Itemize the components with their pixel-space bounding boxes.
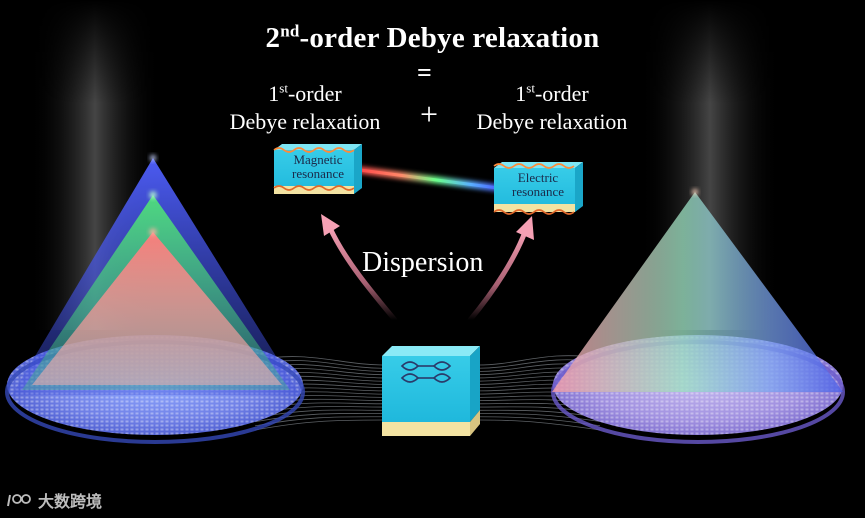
fiber-strand-right <box>477 413 601 422</box>
watermark-text: 大数跨境 <box>38 492 103 511</box>
fiber-strand-left <box>254 419 385 431</box>
fiber-strand-right <box>477 419 601 431</box>
arrow-head-left-icon <box>321 214 340 236</box>
right-term-line2: Debye relaxation <box>476 109 628 134</box>
left-cones <box>12 155 300 395</box>
electric-label-line2: resonance <box>512 184 564 199</box>
right-term-label: 1st-order Debye relaxation <box>447 80 657 136</box>
central-unit-cell <box>382 346 480 436</box>
electric-resonance-label: Electric resonance <box>495 171 581 199</box>
resonator-pattern-icon <box>400 361 452 383</box>
arrow-to-electric <box>467 229 528 323</box>
watermark: 大数跨境 <box>6 488 102 512</box>
magnetic-label-line1: Magnetic <box>293 152 343 167</box>
magnetic-label-line2: resonance <box>292 166 344 181</box>
magnetic-resonance-label: Magnetic resonance <box>276 153 360 181</box>
arrow-head-right-icon <box>516 216 534 240</box>
logo-icon <box>7 494 31 507</box>
electric-resonance-box <box>493 162 583 215</box>
diagram-title: 2nd-order Debye relaxation <box>0 22 865 55</box>
equals-sign: = <box>417 58 432 87</box>
red-cone <box>32 232 282 385</box>
dispersion-label: Dispersion <box>362 247 484 278</box>
dispersion-arrows <box>321 214 534 323</box>
electric-label-line1: Electric <box>517 170 559 185</box>
plus-sign: + <box>420 96 439 132</box>
right-cone <box>552 189 843 392</box>
title-text: -order Debye relaxation <box>299 22 600 54</box>
title-superscript: nd <box>280 21 300 41</box>
title-number: 2 <box>265 22 281 54</box>
left-term-line2: Debye relaxation <box>229 109 381 134</box>
right-term-line1: 1st-order <box>515 80 589 106</box>
left-term-label: 1st-order Debye relaxation <box>200 80 410 136</box>
rainbow-link <box>356 166 502 192</box>
left-term-line1: 1st-order <box>268 80 342 106</box>
fiber-strand-left <box>254 413 385 423</box>
light-beams <box>30 0 780 330</box>
arrow-to-magnetic <box>327 225 398 323</box>
magnetic-resonance-box <box>273 144 362 194</box>
